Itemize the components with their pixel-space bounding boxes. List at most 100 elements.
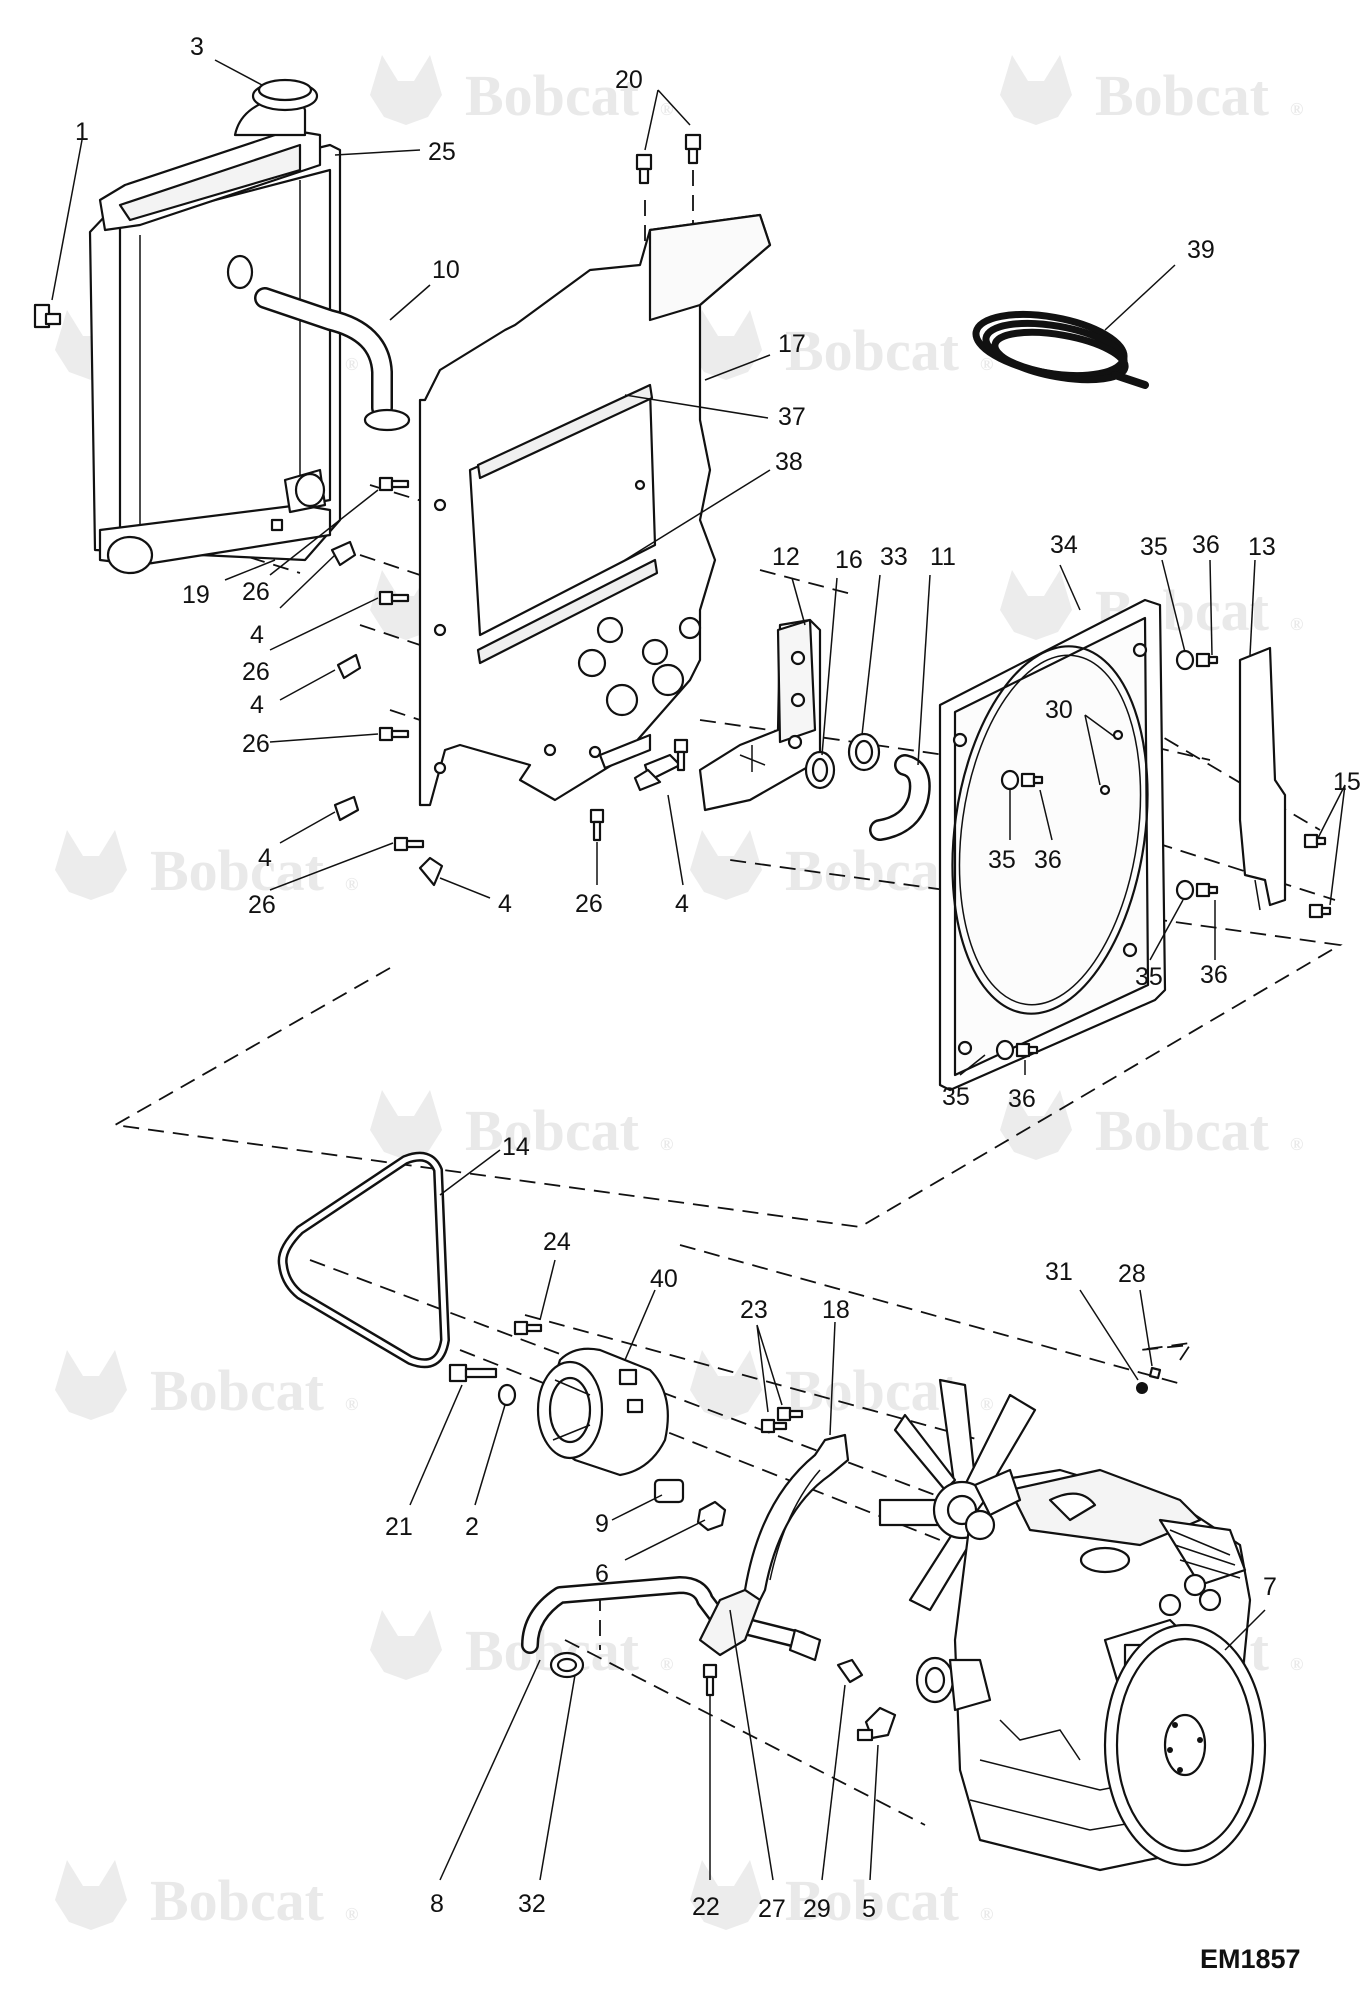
svg-text:®: ® [980, 1394, 993, 1414]
engine [878, 1378, 1267, 1872]
watermark: Bobcat ® [55, 1860, 358, 1933]
callout-34: 34 [1050, 531, 1078, 559]
callout-25: 25 [428, 138, 456, 166]
drain-valve [33, 303, 62, 329]
mount-bracket [698, 618, 822, 812]
bolt [760, 1406, 804, 1434]
watermark: Bobcat ® [1000, 55, 1303, 128]
svg-text:Bobcat: Bobcat [785, 1358, 960, 1423]
svg-text:®: ® [1290, 614, 1303, 634]
washer-bolt [1000, 769, 1044, 791]
callout-28: 28 [1118, 1260, 1146, 1288]
seal-strip [476, 383, 654, 480]
callout-17: 17 [778, 330, 806, 358]
svg-text:Bobcat: Bobcat [785, 318, 960, 383]
callout-11: 11 [930, 543, 956, 571]
watermark: Bobcat ® [1000, 1090, 1303, 1163]
svg-text:Bobcat: Bobcat [465, 1618, 640, 1683]
callout-16: 16 [835, 546, 863, 574]
callout-2: 2 [465, 1513, 479, 1541]
bolt [378, 476, 410, 492]
watermark: Bobcat ® [690, 1350, 993, 1423]
figure-code: EM1857 [1200, 1944, 1301, 1974]
callout-21: 21 [385, 1513, 413, 1541]
upper-hose [226, 254, 411, 432]
callout-12: 12 [772, 543, 800, 571]
bolt [393, 836, 425, 852]
callout-4: 4 [250, 621, 264, 649]
washer-bolt [1175, 649, 1219, 671]
bolt [1303, 833, 1332, 919]
callout-3: 3 [190, 33, 204, 61]
seal-strip [476, 558, 659, 665]
watermark: Bobcat ® [370, 1090, 673, 1163]
bolt [673, 738, 689, 772]
watermark: Bobcat ® [690, 830, 993, 903]
svg-text:®: ® [345, 354, 358, 374]
washer-bolt [995, 1039, 1039, 1061]
svg-text:Bobcat: Bobcat [785, 1868, 960, 1933]
callout-19: 19 [182, 581, 210, 609]
callout-36: 36 [1200, 961, 1228, 989]
hose-clamp [847, 732, 881, 772]
callout-23: 23 [740, 1296, 768, 1324]
callout-36: 36 [1192, 531, 1220, 559]
lower-hose [869, 754, 931, 841]
baffle-plate [418, 213, 772, 807]
callout-4: 4 [675, 890, 689, 918]
svg-text:®: ® [980, 1904, 993, 1924]
svg-text:Bobcat: Bobcat [150, 1358, 325, 1423]
hose-coil [972, 311, 1149, 389]
washer [497, 1383, 517, 1407]
svg-text:®: ® [660, 99, 673, 119]
fan-belt [277, 1151, 450, 1369]
adjust-bracket [743, 1433, 850, 1602]
svg-text:Bobcat: Bobcat [1095, 63, 1270, 128]
callout-4: 4 [498, 890, 512, 918]
callout-27: 27 [758, 1895, 786, 1923]
drain-plug [270, 518, 284, 532]
svg-text:Bobcat: Bobcat [465, 1098, 640, 1163]
callout-8: 8 [430, 1890, 444, 1918]
temperature-sensor [856, 1706, 897, 1742]
watermark: Bobcat ® [55, 830, 358, 903]
callout-1: 1 [75, 118, 89, 146]
bolt [635, 153, 653, 185]
callout-5: 5 [862, 1895, 876, 1923]
svg-text:Bobcat: Bobcat [785, 838, 960, 903]
svg-text:®: ® [660, 1654, 673, 1674]
callout-18: 18 [822, 1296, 850, 1324]
svg-text:Bobcat: Bobcat [1095, 1098, 1270, 1163]
callout-33: 33 [880, 543, 908, 571]
watermark: Bobcat ® [370, 55, 673, 128]
svg-text:®: ® [345, 1394, 358, 1414]
watermark: Bobcat ® [690, 310, 993, 383]
alternator [536, 1347, 669, 1477]
callout-31: 31 [1045, 1258, 1073, 1286]
callout-26: 26 [248, 891, 276, 919]
callout-4: 4 [258, 844, 272, 872]
callout-29: 29 [803, 1895, 831, 1923]
svg-text:Bobcat: Bobcat [465, 63, 640, 128]
callout-4: 4 [250, 691, 264, 719]
bolt [378, 590, 410, 606]
svg-text:®: ® [1290, 1654, 1303, 1674]
callout-22: 22 [692, 1893, 720, 1921]
watermark: Bobcat ® [370, 1610, 673, 1683]
callout-14: 14 [502, 1133, 530, 1161]
fan-shroud [938, 598, 1167, 1092]
callout-35: 35 [1135, 963, 1163, 991]
callout-38: 38 [775, 448, 803, 476]
callout-35: 35 [942, 1083, 970, 1111]
callout-24: 24 [543, 1228, 571, 1256]
bolt [513, 1320, 543, 1336]
watermark: Bobcat ® [690, 1860, 993, 1933]
callout-labels: 1 3 25 20 10 39 17 37 38 19 26 4 26 4 26… [75, 33, 1361, 1923]
bolt [1148, 1366, 1162, 1380]
callout-26: 26 [242, 578, 270, 606]
clip [330, 540, 662, 887]
bolt [378, 726, 410, 742]
callout-26: 26 [575, 890, 603, 918]
nut [696, 1500, 727, 1532]
